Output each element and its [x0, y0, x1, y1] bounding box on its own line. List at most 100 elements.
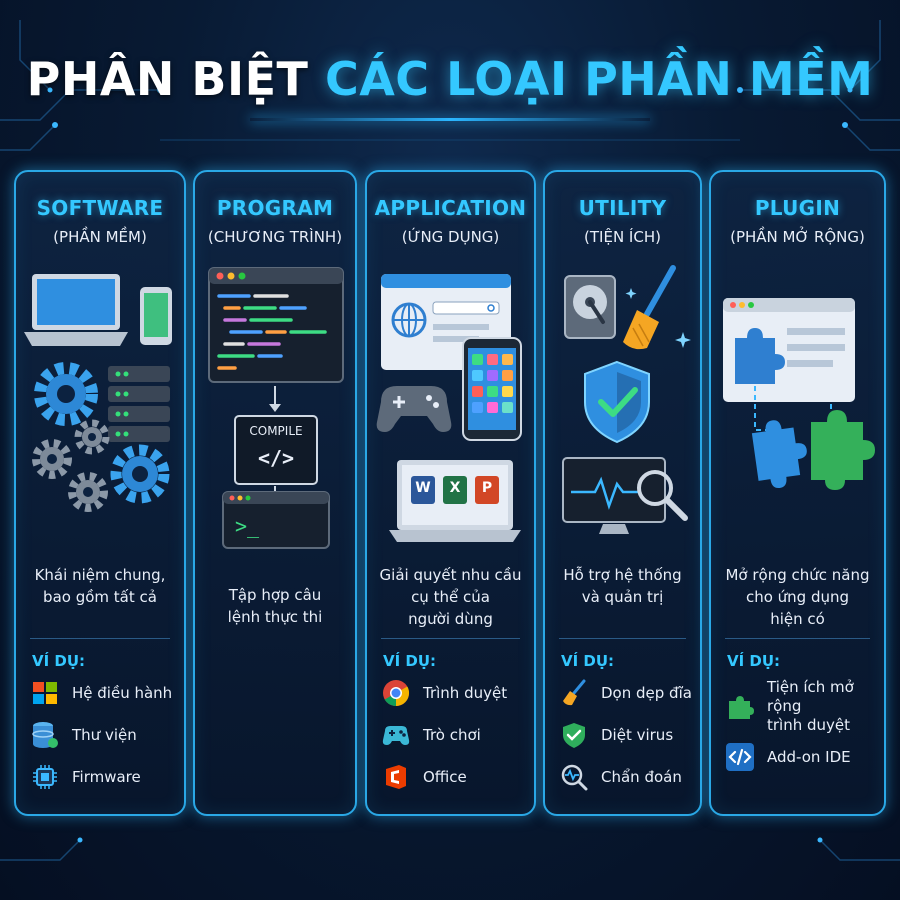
windows-icon [30, 678, 60, 708]
example-item: Chẩn đoán [559, 762, 694, 792]
phone-icon [140, 287, 172, 345]
card-title: UTILITY [578, 196, 667, 220]
examples-label: VÍ DỤ: [727, 652, 781, 670]
examples-label: VÍ DỤ: [561, 652, 615, 670]
hard-disk-icon [564, 275, 616, 339]
card-header: PLUGIN (PHẦN MỞ RỘNG) [711, 196, 884, 246]
code-editor-icon [208, 267, 344, 383]
description-line: Mở rộng chức năng [725, 566, 870, 584]
example-item: Tiện ích mở rộng trình duyệt [725, 678, 878, 735]
card-header: UTILITY (TIỆN ÍCH) [545, 196, 700, 246]
card-title: SOFTWARE [36, 196, 164, 220]
example-label: Thư viện [72, 725, 137, 744]
chrome-icon [381, 678, 411, 708]
chip-icon [30, 762, 60, 792]
card-description: Khái niệm chung, bao gồm tất cả [24, 564, 176, 608]
shield-check-icon [584, 360, 650, 444]
divider [381, 638, 520, 639]
example-item: Thư viện [30, 720, 178, 750]
example-label: Office [423, 767, 467, 786]
word-letter: W [415, 480, 431, 496]
program-illustration: COMPILE </> >_ [195, 262, 355, 562]
software-illustration [24, 274, 172, 512]
shield-check-icon [559, 720, 589, 750]
gear-icon [34, 362, 98, 426]
card-header: APPLICATION (ỨNG DỤNG) [367, 196, 534, 246]
example-label: Tiện ích mở rộng trình duyệt [767, 678, 878, 735]
diagnostic-icon [559, 762, 589, 792]
description-line: Tập hợp câu [228, 586, 322, 604]
example-item: Dọn dẹp đĩa [559, 678, 694, 708]
description-line: và quản trị [581, 588, 664, 606]
puzzle-icon [725, 692, 755, 722]
example-item: Firmware [30, 762, 178, 792]
gear-icon [32, 439, 72, 479]
description-line: Hỗ trợ hệ thống [563, 566, 682, 584]
example-label: Trình duyệt [423, 683, 508, 702]
page-title: PHÂN BIỆT CÁC LOẠI PHẦN MỀM [0, 52, 900, 106]
card-plugin: PLUGIN (PHẦN MỞ RỘNG) Mở rộng chức năng … [709, 170, 886, 816]
description-line: cụ thể của [411, 588, 490, 606]
laptop-office-icon [389, 460, 521, 542]
title-part-2: CÁC LOẠI PHẦN MỀM [324, 52, 874, 106]
example-item: Trình duyệt [381, 678, 528, 708]
diagnostic-monitor-icon [562, 457, 688, 534]
card-subtitle: (CHƯƠNG TRÌNH) [207, 228, 343, 246]
divider [30, 638, 170, 639]
card-title: PLUGIN [754, 196, 841, 220]
title-part-1: PHÂN BIỆT [26, 52, 309, 106]
gear-icon [74, 419, 110, 455]
divider [725, 638, 870, 639]
broom-icon [623, 265, 691, 350]
card-header: PROGRAM (CHƯƠNG TRÌNH) [195, 196, 355, 246]
description-line: Giải quyết nhu cầu [379, 566, 522, 584]
example-label-line: trình duyệt [767, 716, 851, 734]
example-item: Add-on IDE [725, 742, 878, 772]
card-description: Hỗ trợ hệ thống và quản trị [553, 564, 692, 608]
example-item: Hệ điều hành [30, 678, 178, 708]
database-icon [30, 720, 60, 750]
example-item: Diệt virus [559, 720, 694, 750]
example-label: Hệ điều hành [72, 683, 173, 702]
excel-letter: X [449, 480, 461, 496]
example-label: Chẩn đoán [601, 767, 682, 786]
gear-icon [110, 444, 170, 504]
example-item: Trò chơi [381, 720, 528, 750]
powerpoint-letter: P [481, 480, 493, 496]
compile-label: COMPILE [249, 424, 303, 438]
divider [559, 638, 686, 639]
application-illustration: W X P [367, 262, 534, 562]
description-line: cho ứng dụng [745, 588, 850, 606]
gamepad-icon [376, 386, 452, 432]
examples-label: VÍ DỤ: [32, 652, 86, 670]
smartphone-icon [462, 337, 522, 441]
card-header: SOFTWARE (PHẦN MỀM) [16, 196, 184, 246]
card-title: PROGRAM [216, 196, 334, 220]
card-utility: UTILITY (TIỆN ÍCH) [543, 170, 702, 816]
gamepad-icon [381, 720, 411, 750]
example-label: Firmware [72, 767, 141, 786]
laptop-icon [24, 274, 128, 346]
description-line: người dùng [408, 610, 493, 628]
terminal-prompt: >_ [235, 514, 260, 538]
example-label-line: Tiện ích mở rộng [767, 678, 854, 715]
description-line: Khái niệm chung, [34, 566, 166, 584]
example-item: Office [381, 762, 528, 792]
card-description: Tập hợp câu lệnh thực thi [203, 584, 347, 628]
card-description: Mở rộng chức năng cho ứng dụng hiện có [719, 564, 876, 630]
broom-icon [559, 678, 589, 708]
code-icon [725, 742, 755, 772]
card-subtitle: (PHẦN MỀM) [53, 228, 147, 246]
title-underline [250, 118, 650, 121]
puzzle-piece-icon [811, 410, 875, 490]
card-software: SOFTWARE (PHẦN MỀM) [14, 170, 186, 816]
code-symbol: </> [257, 446, 295, 470]
card-subtitle: (PHẦN MỞ RỘNG) [730, 228, 865, 246]
card-description: Giải quyết nhu cầu cụ thể của người dùng [375, 564, 526, 630]
plugin-illustration [723, 298, 875, 490]
description-line: bao gồm tất cả [43, 588, 157, 606]
gear-icon [68, 472, 108, 512]
card-subtitle: (TIỆN ÍCH) [584, 228, 661, 246]
server-icon [108, 366, 170, 442]
examples-label: VÍ DỤ: [383, 652, 437, 670]
